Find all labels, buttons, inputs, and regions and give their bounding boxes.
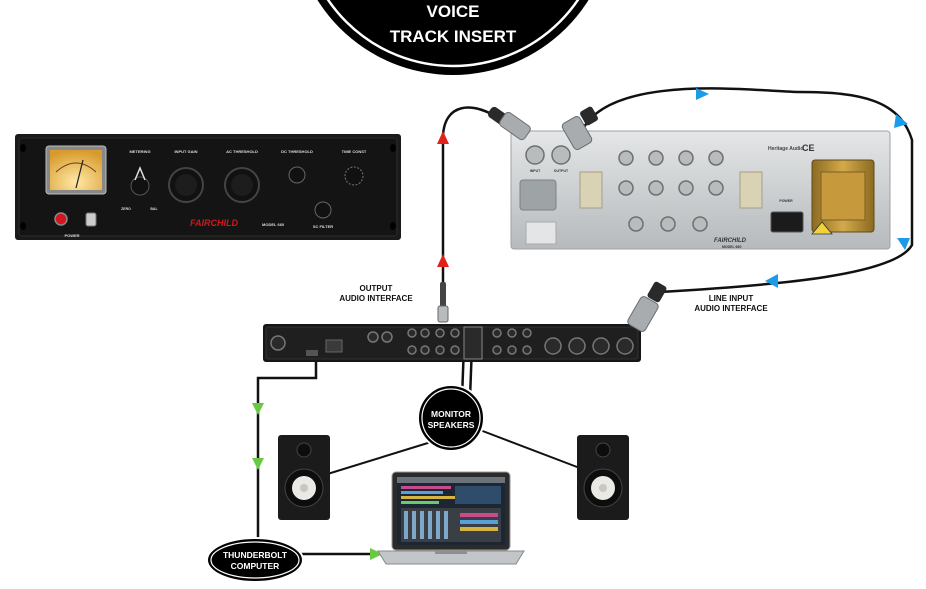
speaker-icon-right [577,435,629,520]
compressor-front-panel: POWER METERING ZERO BAL INPUT GAIN AC TH… [15,134,401,240]
rear-jack-grid [618,150,724,232]
arrow-left-icon [765,274,778,288]
arrow-down-icon [252,458,264,470]
computer-label-line-1: THUNDERBOLT [223,550,288,560]
red-arrows [437,131,449,267]
time-const-label: TIME CONST [342,149,367,154]
headphone-jack[interactable] [270,335,286,351]
title-line-2: TRACK INSERT [390,27,517,46]
thunderbolt-port[interactable] [306,350,318,356]
monitor-cable-right [479,429,586,471]
xlr-input-3[interactable] [592,337,610,355]
compressor-model: MODEL 660 [262,222,285,227]
power-label: POWER [64,233,79,238]
ce-mark: CE [802,143,815,153]
output-cable [441,106,506,318]
xlr-connector-icon [561,106,598,151]
sc-filter-label: SC FILTER [313,224,333,229]
title-badge: VOICE TRACK INSERT [317,0,589,75]
thunderbolt-computer-badge: THUNDERBOLT COMPUTER [206,537,304,583]
power-lamp [54,212,68,226]
arrow-up-icon [437,131,449,144]
power-switch[interactable] [85,212,97,227]
xlr-input-1[interactable] [544,337,562,355]
xlr-input-4[interactable] [616,337,634,355]
input-gain-label: INPUT GAIN [174,149,197,154]
rear-brand: Heritage Audio [768,146,803,152]
xlr-input-jack[interactable] [525,145,545,165]
sc-filter-knob[interactable] [314,201,332,219]
rear-output-cable [578,87,914,294]
power-inlet[interactable] [770,211,804,233]
arrow-right-icon [696,88,709,100]
monitor-speakers-badge: MONITOR SPEAKERS [417,384,485,452]
dc-threshold-knob[interactable] [288,166,306,184]
time-const-switch[interactable] [344,166,364,186]
arrow-down-icon [897,238,910,250]
title-line-1: VOICE [427,2,480,21]
rear-model: MODEL 660 [722,245,741,249]
xlr-connector-icon [627,281,667,332]
compressor-logo: FAIRCHILD [190,218,238,228]
rear-panel-unit: INPUT OUTPUT Heritage Audio CE FAIRCHILD… [510,130,891,250]
zero-label: ZERO [121,207,131,211]
dc-threshold-label: DC THRESHOLD [281,149,313,154]
line-input-label-line-2: AUDIO INTERFACE [694,304,768,313]
speaker-icon-left [278,435,330,520]
output-label-line-1: OUTPUT [360,284,393,293]
arrow-right-icon [370,548,383,560]
xlr-connector-icon [487,106,531,141]
monitor-label-line-2: SPEAKERS [428,420,475,430]
monitor-label-line-1: MONITOR [431,409,471,419]
rear-power-label: POWER [779,199,793,203]
vu-meter-icon [45,145,107,195]
trs-jack-grid [407,326,532,360]
metering-label: METERING [129,149,150,154]
xlr-output-jack[interactable] [551,145,571,165]
green-arrows [252,403,383,560]
computer-label-line-2: COMPUTER [231,561,280,571]
metering-switch[interactable] [130,176,150,196]
arrow-right-icon [894,114,908,128]
bal-label: BAL [150,207,158,211]
line-input-label-line-1: LINE INPUT [709,294,754,303]
xlr-input-2[interactable] [568,337,586,355]
output-label-line-2: AUDIO INTERFACE [339,294,413,303]
arrow-down-icon [252,403,264,415]
ac-threshold-label: AC THRESHOLD [226,149,258,154]
arrow-up-icon [437,254,449,267]
laptop-icon [377,471,525,565]
audio-interface [263,324,641,362]
rear-logo: FAIRCHILD [714,238,747,244]
blue-arrows [696,88,910,288]
rear-output-label: OUTPUT [554,169,569,173]
trs-plug-icon [437,282,449,323]
rear-input-label: INPUT [530,169,541,173]
